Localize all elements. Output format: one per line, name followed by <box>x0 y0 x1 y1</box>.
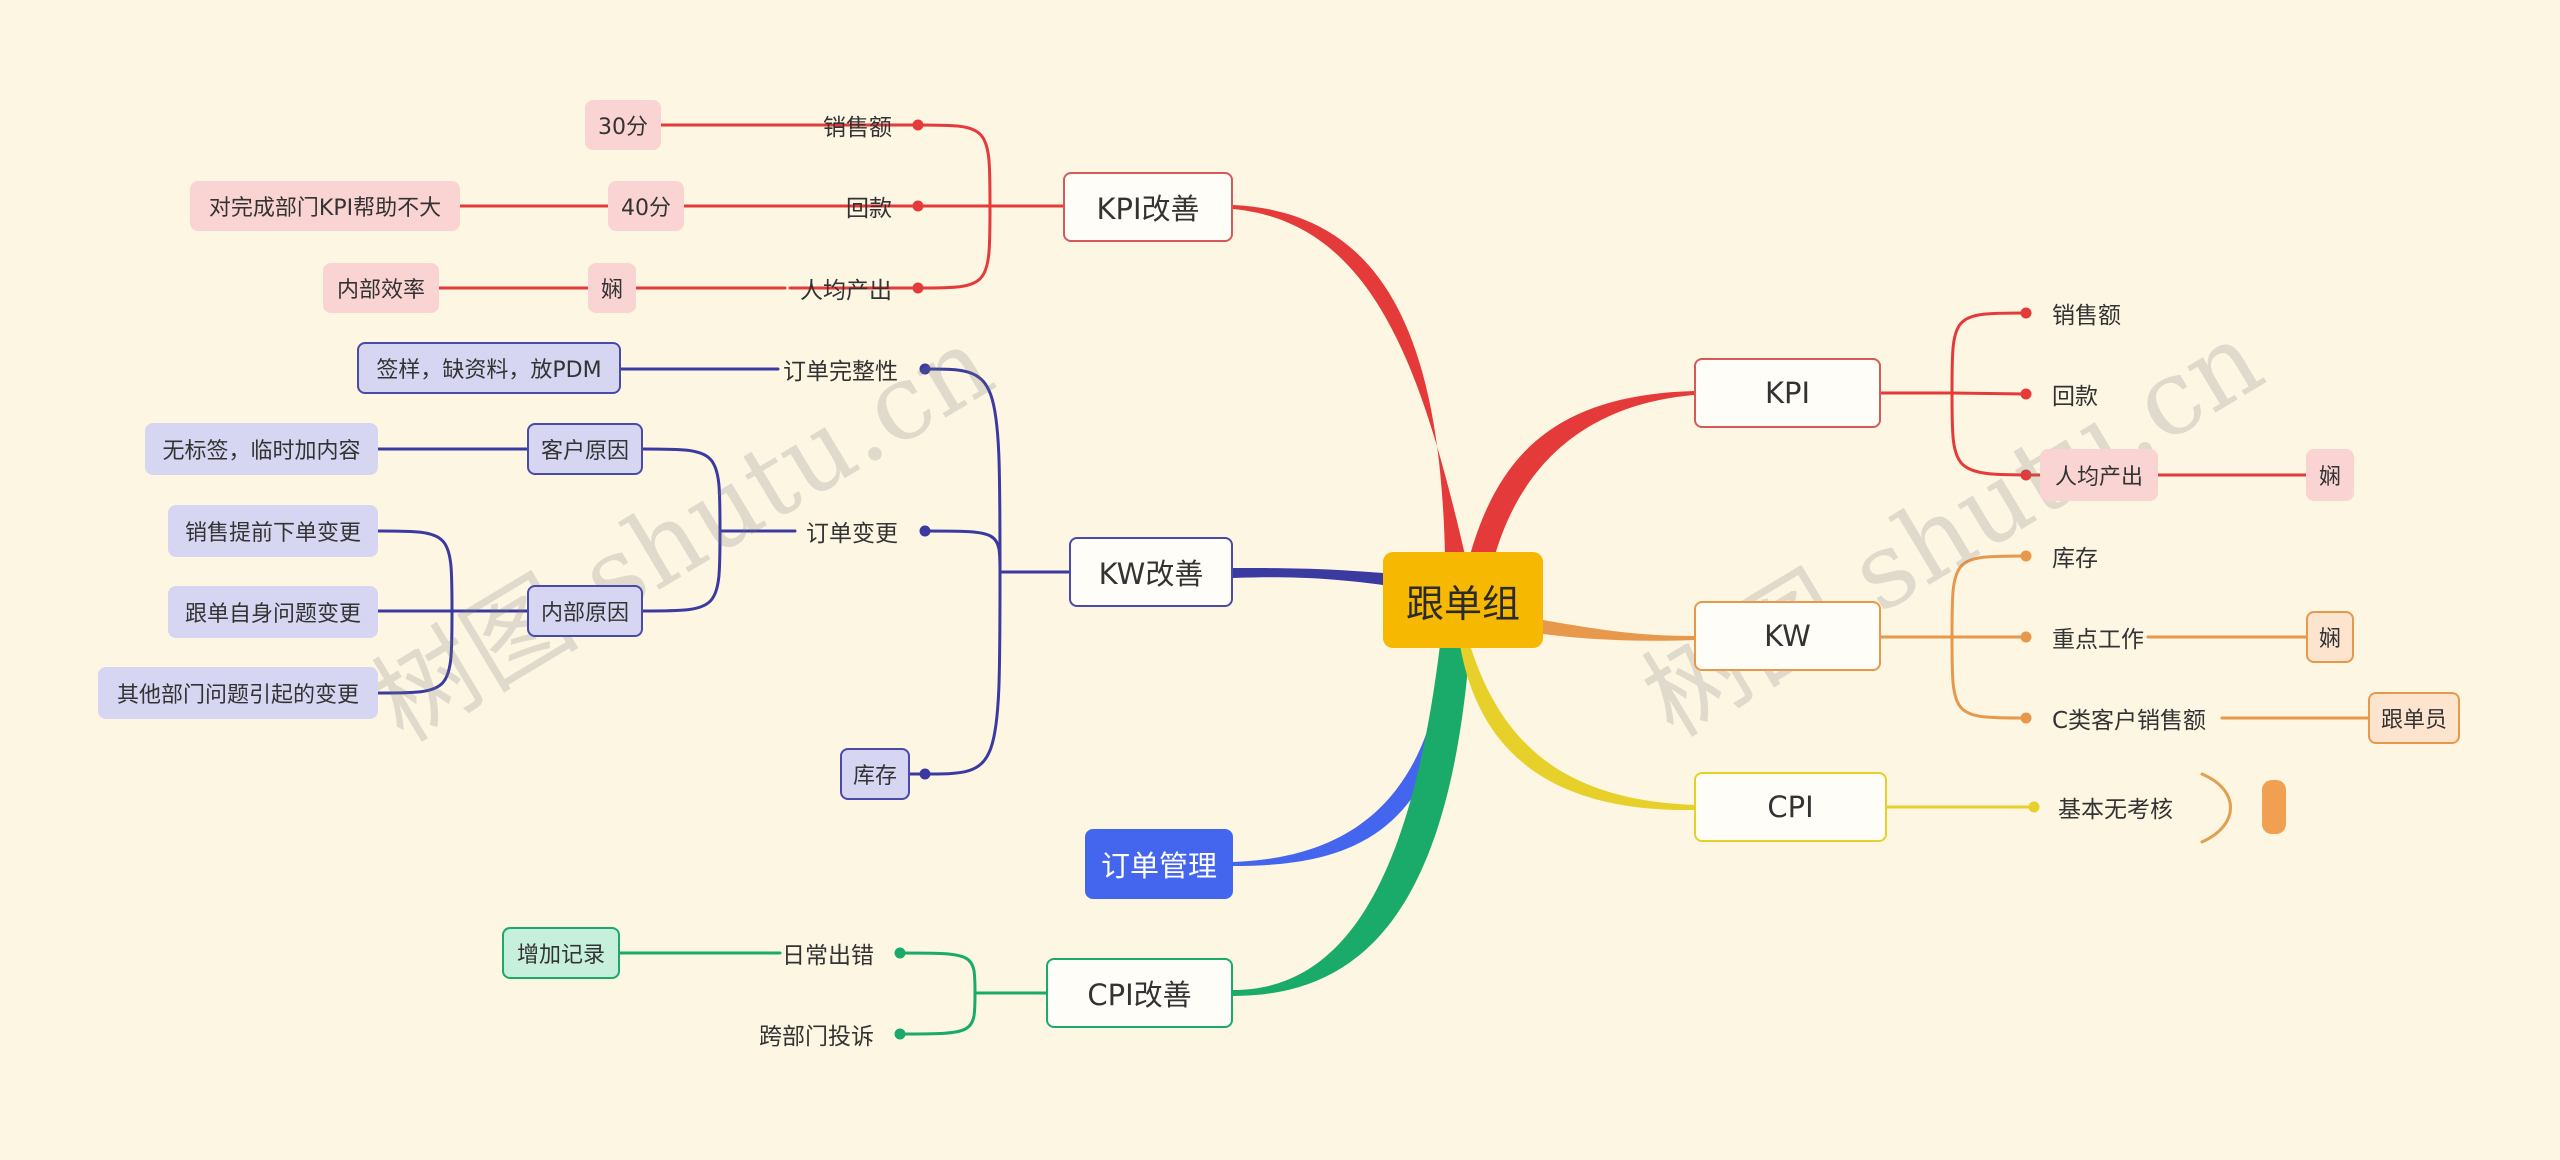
item-sales-early-order[interactable]: 销售提前下单变更 <box>168 505 378 557</box>
tag-kpi-help-note[interactable]: 对完成部门KPI帮助不大 <box>190 181 460 231</box>
connector <box>923 367 1002 574</box>
branch-dot <box>919 363 931 375</box>
kw-inventory[interactable]: 库存 <box>2052 546 2098 572</box>
connector <box>641 529 722 613</box>
tag-40-points[interactable]: 40分 <box>608 181 684 231</box>
connector <box>898 991 977 1036</box>
kpi-sales[interactable]: 销售额 <box>2052 303 2121 329</box>
subtopic-daily-errors[interactable]: 日常出错 <box>782 943 874 969</box>
connector <box>1950 311 2028 395</box>
subtopic-sales[interactable]: 销售额 <box>823 115 892 141</box>
cpi-no-assessment[interactable]: 基本无考核 <box>2058 797 2173 823</box>
branch-dot <box>2028 801 2040 813</box>
branch-dot <box>2020 712 2032 724</box>
item-no-label[interactable]: 无标签，临时加内容 <box>145 423 378 475</box>
kw-key-work[interactable]: 重点工作 <box>2052 627 2144 653</box>
branch-kw <box>1543 620 1694 641</box>
topic-cpi[interactable]: CPI <box>1694 772 1887 842</box>
branch-cpi <box>1460 645 1694 811</box>
tag-add-record[interactable]: 增加记录 <box>502 927 620 979</box>
tag-30-points[interactable]: 30分 <box>585 100 661 150</box>
bracket-arm <box>916 204 992 290</box>
branch-cpi-improve <box>1233 645 1470 996</box>
subtopic-order-change[interactable]: 订单变更 <box>806 521 898 547</box>
tag-merchandiser[interactable]: 跟单员 <box>2368 692 2460 744</box>
branch-dot <box>2020 469 2032 481</box>
tag-xian-kw[interactable]: 娴 <box>2306 611 2354 663</box>
subtopic-payment[interactable]: 回款 <box>846 196 892 222</box>
kpi-per-capita-output[interactable]: 人均产出 <box>2040 449 2158 501</box>
bracket-arm <box>916 123 992 208</box>
item-self-issue-change[interactable]: 跟单自身问题变更 <box>168 586 378 638</box>
kw-class-c-sales[interactable]: C类客户销售额 <box>2052 708 2207 734</box>
group-customer-reason[interactable]: 客户原因 <box>527 423 643 475</box>
branch-kw-improve <box>1233 568 1383 585</box>
group-internal-reason[interactable]: 内部原因 <box>527 585 643 637</box>
connector <box>1950 391 2042 477</box>
connector <box>1950 635 2028 720</box>
branch-dot <box>894 947 906 959</box>
branch-dot <box>2020 388 2032 400</box>
tag-sample-missing-pdm[interactable]: 签样，缺资料，放PDM <box>357 342 621 394</box>
root-topic[interactable]: 跟单组 <box>1383 552 1543 648</box>
branch-kpi-improve <box>1233 205 1465 555</box>
branch-dot <box>2020 550 2032 562</box>
subtopic-inventory[interactable]: 库存 <box>840 748 910 800</box>
branch-dot <box>2020 631 2032 643</box>
connector <box>923 529 1002 574</box>
topic-cpi-improve[interactable]: CPI改善 <box>1046 958 1233 1028</box>
connector <box>376 609 454 695</box>
subtopic-per-capita-output[interactable]: 人均产出 <box>800 278 892 304</box>
branch-dot <box>2020 307 2032 319</box>
kpi-payment[interactable]: 回款 <box>2052 384 2098 410</box>
topic-kw[interactable]: KW <box>1694 601 1881 671</box>
tag-xian-right[interactable]: 娴 <box>2306 449 2354 501</box>
empty-tag[interactable] <box>2262 780 2286 834</box>
connector <box>641 447 722 533</box>
subtopic-cross-dept-complaints[interactable]: 跨部门投诉 <box>759 1024 874 1050</box>
item-other-dept-change[interactable]: 其他部门问题引起的变更 <box>98 667 378 719</box>
topic-kpi[interactable]: KPI <box>1694 358 1881 428</box>
branch-kpi <box>1470 391 1694 555</box>
tag-xian[interactable]: 娴 <box>588 263 636 313</box>
connector <box>376 529 454 613</box>
bracket-arm <box>2200 772 2232 844</box>
topic-kpi-improve[interactable]: KPI改善 <box>1063 172 1233 242</box>
branch-dot <box>919 525 931 537</box>
branch-dot <box>894 1028 906 1040</box>
topic-kw-improve[interactable]: KW改善 <box>1069 537 1233 607</box>
tag-internal-efficiency[interactable]: 内部效率 <box>323 263 439 313</box>
connector <box>1950 391 2028 396</box>
connector <box>1950 554 2028 639</box>
connector <box>898 951 977 995</box>
topic-order-management[interactable]: 订单管理 <box>1085 829 1233 899</box>
subtopic-order-completeness[interactable]: 订单完整性 <box>783 359 898 385</box>
connector <box>923 570 1002 776</box>
